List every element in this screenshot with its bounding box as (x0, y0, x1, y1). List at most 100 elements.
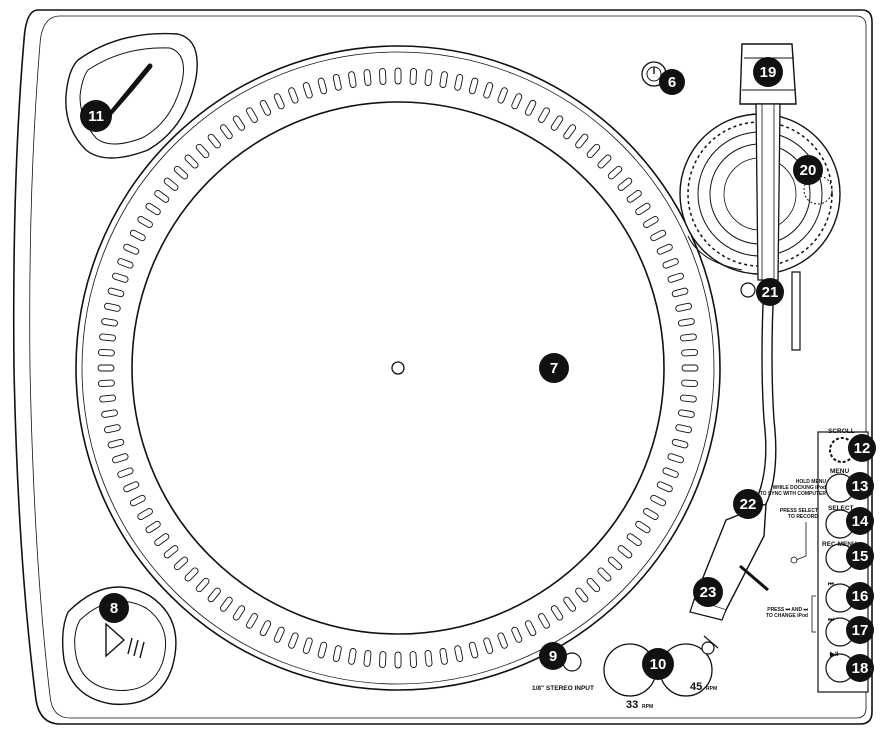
strobe-dot (454, 645, 464, 662)
strobe-dot (597, 567, 612, 582)
svg-text:20: 20 (800, 162, 817, 179)
strobe-dot (524, 99, 537, 116)
strobe-dot (678, 318, 695, 327)
strobe-dot (273, 93, 285, 110)
strobe-dot (650, 494, 667, 507)
strobe-dot (524, 620, 537, 637)
strobe-dot (667, 453, 684, 464)
strobe-dot (575, 133, 589, 149)
strobe-dot (538, 107, 550, 123)
svg-text:8: 8 (110, 600, 118, 617)
select-note-line-2: TO RECORD (788, 514, 818, 520)
strobe-dot (173, 556, 189, 571)
svg-text:18: 18 (852, 660, 869, 677)
strobe-dot (617, 177, 633, 191)
previous-icon: ⏮ (828, 581, 834, 588)
svg-text:12: 12 (854, 440, 871, 457)
play-pause-icon: ▶II (829, 651, 839, 658)
label-rec-menu: REC MENU (822, 541, 857, 548)
strobe-dot (497, 632, 508, 649)
svg-text:16: 16 (852, 588, 869, 605)
strobe-dot (348, 648, 357, 665)
strobe-dot (497, 87, 508, 104)
strobe-dot (439, 71, 448, 88)
strobe-dot-ring (97, 67, 699, 669)
strobe-dot (662, 467, 679, 478)
strobe-dot (232, 115, 246, 131)
strobe-dot (363, 649, 372, 667)
label-menu: MENU (830, 468, 849, 475)
strobe-dot (643, 508, 659, 520)
strobe-dot (219, 596, 233, 612)
strobe-dot (575, 587, 589, 603)
strobe-dot (409, 651, 417, 669)
strobe-dot (586, 143, 601, 159)
strobe-dot (163, 177, 179, 191)
callout-22: 22 (733, 489, 763, 519)
strobe-dot (468, 77, 479, 95)
strobe-dot (394, 67, 402, 85)
strobe-dot (635, 520, 651, 534)
strobe-dot (332, 645, 342, 662)
strobe-dot (117, 467, 134, 478)
strobe-dot (232, 605, 246, 621)
strobe-dot (123, 243, 140, 255)
svg-text:23: 23 (700, 584, 717, 601)
callout-8: 8 (99, 593, 129, 623)
strobe-dot (597, 154, 612, 169)
menu-note-line-3: TO SYNC WITH COMPUTER (760, 491, 827, 497)
label-45-rpm: RPM (706, 686, 717, 692)
strobe-dot (607, 165, 623, 180)
strobe-dot (538, 613, 550, 629)
strobe-dot (104, 302, 121, 312)
callout-6: 6 (659, 69, 685, 95)
strobe-dot (129, 229, 146, 242)
strobe-dot (273, 626, 285, 643)
strobe-dot (424, 649, 433, 667)
skip-note-line-2: TO CHANGE iPod (766, 613, 808, 619)
strobe-dot (656, 243, 673, 255)
strobe-dot (99, 394, 117, 403)
callout-7: 7 (539, 353, 569, 383)
svg-text:17: 17 (852, 622, 869, 639)
strobe-dot (112, 272, 129, 283)
strobe-dot (317, 641, 328, 659)
strobe-dot (123, 481, 140, 493)
strobe-dot (207, 133, 221, 149)
start-stop-button[interactable] (61, 586, 177, 706)
callout-10: 10 (642, 648, 674, 680)
tonearm (740, 103, 801, 505)
pause-bars-icon (127, 637, 145, 659)
strobe-dot (678, 409, 695, 418)
strobe-dot (563, 596, 577, 612)
label-stereo-input: 1/8" STEREO INPUT (532, 685, 594, 692)
strobe-dot (586, 577, 601, 593)
callout-9: 9 (539, 642, 567, 670)
chassis-inner-edge (29, 15, 867, 719)
strobe-dot (259, 99, 272, 116)
strobe-dot (550, 605, 564, 621)
select-note-line-1: PRESS SELECT (780, 508, 818, 514)
strobe-dot (671, 438, 689, 449)
strobe-dot (288, 632, 299, 649)
strobe-dot (317, 77, 328, 95)
svg-text:22: 22 (740, 496, 757, 513)
callout-16: 16 (846, 582, 874, 610)
strobe-dot (454, 74, 464, 91)
strobe-dot (363, 69, 372, 87)
strobe-dot (662, 258, 679, 269)
callout-19: 19 (753, 57, 783, 87)
strobe-dot (607, 556, 623, 571)
strobe-dot (101, 409, 118, 418)
strobe-dot (617, 545, 633, 559)
strobe-dot (511, 626, 523, 643)
strobe-dot (643, 216, 659, 228)
strobe-dot (104, 424, 121, 434)
strobe-dot (681, 364, 699, 372)
speed-buttons[interactable] (603, 635, 719, 697)
strobe-dot (99, 333, 117, 342)
strobe-dot (379, 651, 387, 669)
strobe-dot (163, 545, 179, 559)
callout-11: 11 (80, 100, 112, 132)
